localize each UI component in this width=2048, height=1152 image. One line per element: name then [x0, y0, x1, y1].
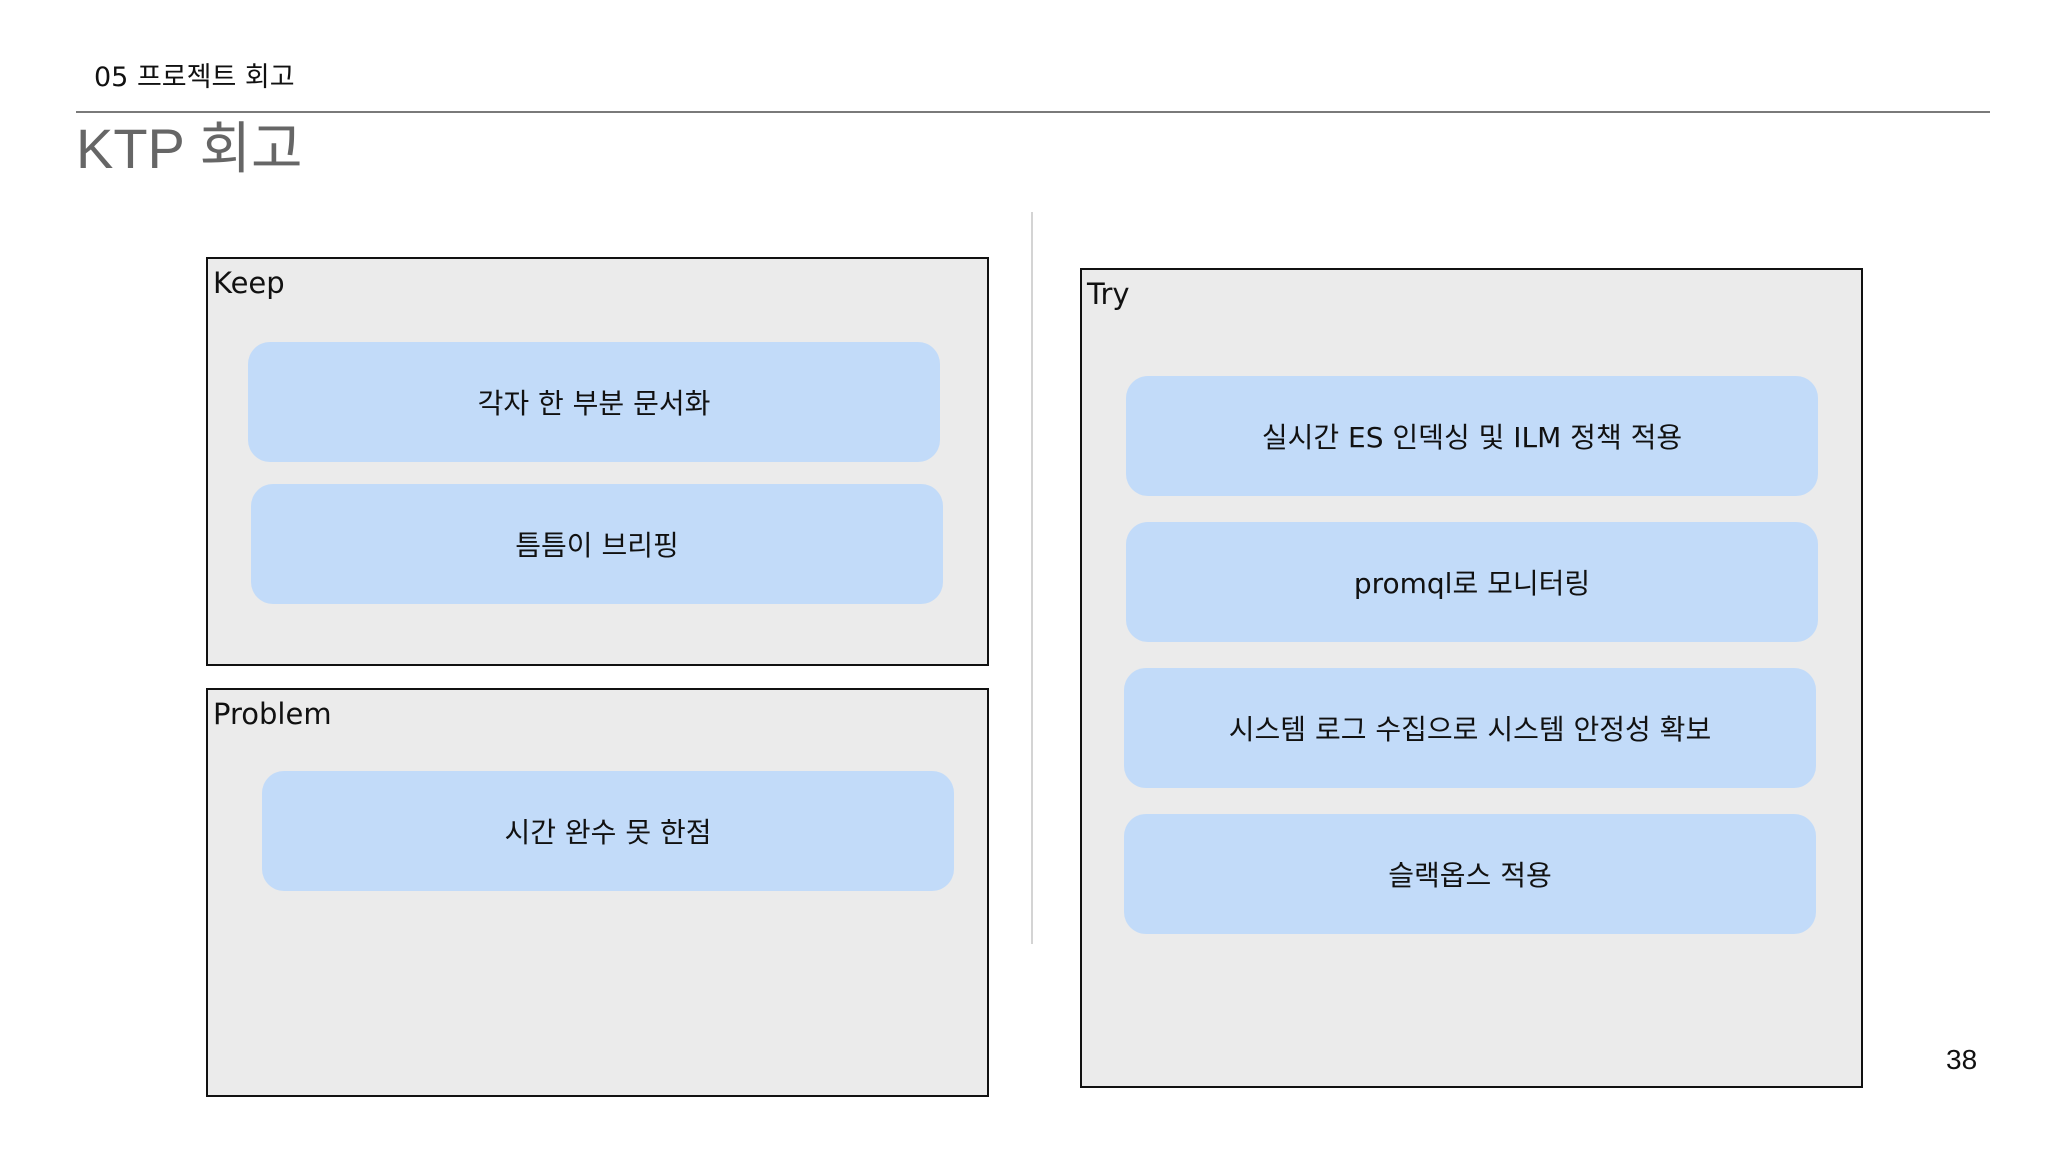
section-label: 05 프로젝트 회고	[94, 62, 295, 93]
header-divider	[76, 111, 1990, 113]
try-card: 슬랙옵스 적용	[1124, 814, 1816, 934]
problem-panel: Problem 시간 완수 못 한점	[206, 688, 989, 1097]
keep-card: 틈틈이 브리핑	[251, 484, 943, 604]
keep-panel-label: Keep	[213, 266, 285, 300]
try-card: promql로 모니터링	[1126, 522, 1818, 642]
try-card: 실시간 ES 인덱싱 및 ILM 정책 적용	[1126, 376, 1818, 496]
problem-panel-label: Problem	[213, 697, 332, 731]
page-number: 38	[1946, 1044, 1978, 1075]
try-panel: Try 실시간 ES 인덱싱 및 ILM 정책 적용 promql로 모니터링 …	[1080, 268, 1863, 1088]
problem-card: 시간 완수 못 한점	[262, 771, 954, 891]
center-divider	[1031, 212, 1033, 944]
try-card: 시스템 로그 수집으로 시스템 안정성 확보	[1124, 668, 1816, 788]
page-title: KTP 회고	[76, 117, 303, 180]
try-panel-label: Try	[1087, 277, 1130, 311]
keep-card: 각자 한 부분 문서화	[248, 342, 940, 462]
keep-panel: Keep 각자 한 부분 문서화 틈틈이 브리핑	[206, 257, 989, 666]
